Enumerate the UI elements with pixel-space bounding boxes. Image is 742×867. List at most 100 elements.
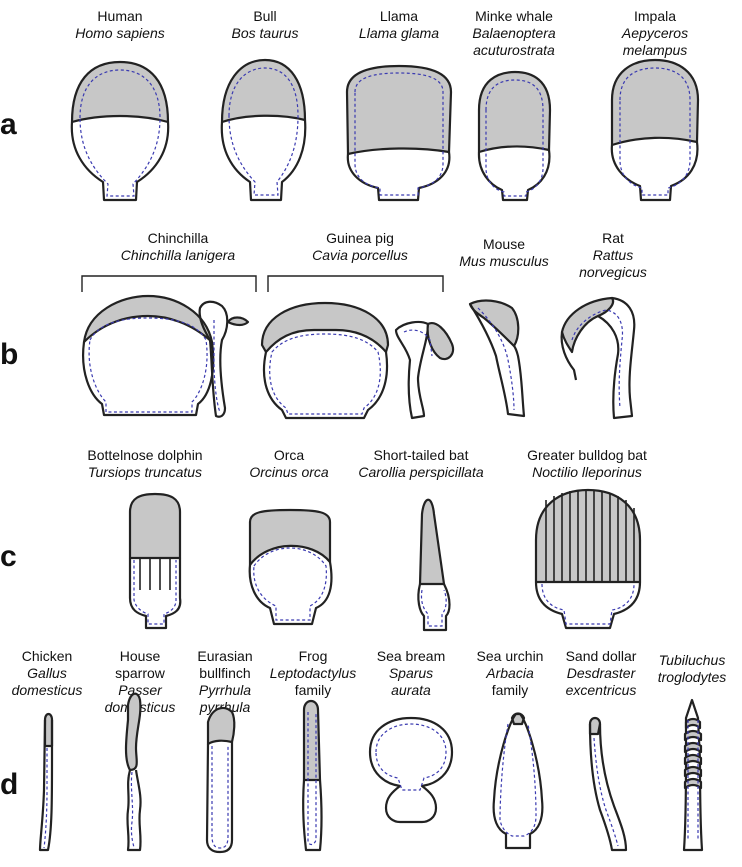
label-eurasian-bullfinch: Eurasian bullfinch Pyrrhula pyrrhula <box>197 648 252 716</box>
family-suffix: family <box>491 682 529 698</box>
common-name: Bull <box>253 8 277 24</box>
sperm-chinchilla-side <box>198 300 250 418</box>
scientific-name: Leptodactylus <box>269 665 357 681</box>
scientific-name: melampus <box>622 42 688 58</box>
scientific-name: Llama glama <box>358 25 440 41</box>
scientific-name: Orcinus orca <box>249 464 329 480</box>
label-short-tailed-bat: Short-tailed bat Carollia perspicillata <box>358 447 483 481</box>
scientific-name: Sparus <box>388 665 434 681</box>
bracket-chinchilla <box>81 275 257 292</box>
sperm-short-tailed-bat <box>417 498 451 632</box>
common-name: Frog <box>298 648 328 664</box>
scientific-name: norvegicus <box>579 264 647 280</box>
common-name: Chicken <box>21 648 73 664</box>
label-sand-dollar: Sand dollar Desdraster excentricus <box>566 648 637 699</box>
sperm-guinea-pig-front <box>260 301 390 420</box>
scientific-name: Bos taurus <box>231 25 299 41</box>
scientific-name: acuturostrata <box>473 42 555 58</box>
sperm-sea-bream <box>368 716 454 824</box>
scientific-name: Passer <box>118 682 162 698</box>
row-letter-c: c <box>0 540 17 573</box>
label-sea-urchin: Sea urchin Arbacia family <box>477 648 544 699</box>
label-chicken: Chicken Gallus domesticus <box>12 648 83 699</box>
scientific-name: aurata <box>391 682 431 698</box>
label-orca: Orca Orcinus orca <box>249 447 328 481</box>
scientific-name: Desdraster <box>566 665 636 681</box>
scientific-name: Cavia porcellus <box>312 247 408 263</box>
common-name: Mouse <box>482 236 526 252</box>
scientific-name: Aepyceros <box>621 25 689 41</box>
label-llama: Llama Llama glama <box>359 8 439 42</box>
common-name: Sand dollar <box>565 648 637 664</box>
sperm-bottlenose-dolphin <box>128 492 182 630</box>
sperm-mouse <box>468 299 526 418</box>
sperm-sea-urchin <box>492 712 544 850</box>
label-human: Human Homo sapiens <box>75 8 165 42</box>
label-impala: Impala Aepyceros melampus <box>622 8 688 59</box>
sperm-guinea-pig-side <box>394 320 455 420</box>
scientific-name: domesticus <box>11 682 83 698</box>
common-name: Impala <box>633 8 677 24</box>
label-frog: Frog Leptodactylus family <box>270 648 356 699</box>
scientific-name: excentricus <box>565 682 637 698</box>
label-mouse: Mouse Mus musculus <box>459 236 548 270</box>
scientific-name: Pyrrhula <box>198 682 252 698</box>
scientific-name: Homo sapiens <box>75 25 165 41</box>
scientific-name: Tursiops truncatus <box>87 464 203 480</box>
sperm-impala <box>610 58 700 202</box>
common-name: Chinchilla <box>147 230 209 246</box>
scientific-name: Mus musculus <box>459 253 549 269</box>
common-name: Sea urchin <box>476 648 544 664</box>
common-name: Bottelnose dolphin <box>87 447 203 463</box>
label-bottlenose-dolphin: Bottelnose dolphin Tursiops truncatus <box>87 447 202 481</box>
label-sea-bream: Sea bream Sparus aurata <box>377 648 445 699</box>
sperm-house-sparrow <box>124 692 142 852</box>
scientific-name: troglodytes <box>657 669 727 685</box>
common-name: Eurasian <box>197 648 253 664</box>
sperm-chicken <box>38 712 54 852</box>
scientific-name: Rattus <box>592 247 634 263</box>
common-name: Short-tailed bat <box>373 447 469 463</box>
label-house-sparrow: House sparrow Passer domesticus <box>105 648 176 716</box>
row-letter-b: b <box>0 338 19 371</box>
label-guinea-pig: Guinea pig Cavia porcellus <box>312 230 408 264</box>
common-name: Minke whale <box>475 8 553 24</box>
label-rat: Rat Rattus norvegicus <box>579 230 647 281</box>
bracket-guinea-pig <box>267 275 444 292</box>
scientific-name: Gallus <box>27 665 67 681</box>
scientific-name: Arbacia <box>486 665 534 681</box>
label-greater-bulldog-bat: Greater bulldog bat Noctilio lleporinus <box>527 447 647 481</box>
label-bull: Bull Bos taurus <box>232 8 299 42</box>
common-name: Llama <box>379 8 419 24</box>
label-minke-whale: Minke whale Balaenoptera acuturostrata <box>472 8 555 59</box>
sperm-bull <box>220 58 307 202</box>
sperm-llama <box>345 64 453 202</box>
scientific-name: Tubiluchus <box>658 652 726 668</box>
sperm-frog <box>302 699 323 852</box>
common-name: Sea bream <box>376 648 446 664</box>
sperm-sand-dollar <box>588 716 628 852</box>
scientific-name: Noctilio lleporinus <box>532 464 642 480</box>
row-letter-d: d <box>0 768 19 801</box>
label-chinchilla: Chinchilla Chinchilla lanigera <box>121 230 235 264</box>
common-name: Greater bulldog bat <box>527 447 647 463</box>
row-letter-a: a <box>0 108 17 141</box>
scientific-name: Carollia perspicillata <box>358 464 484 480</box>
sperm-minke-whale <box>477 70 552 202</box>
common-name: bullfinch <box>199 665 251 681</box>
scientific-name: Chinchilla lanigera <box>120 247 236 263</box>
common-name: Orca <box>273 447 305 463</box>
family-suffix: family <box>294 682 332 698</box>
common-name: sparrow <box>115 665 165 681</box>
common-name: Guinea pig <box>326 230 394 246</box>
label-tubiluchus: Tubiluchus troglodytes <box>658 652 726 686</box>
scientific-name: Balaenoptera <box>472 25 556 41</box>
sperm-orca <box>248 508 333 626</box>
sperm-eurasian-bullfinch <box>205 706 236 854</box>
sperm-tubiluchus <box>682 698 704 852</box>
sperm-greater-bulldog-bat <box>534 488 642 630</box>
sperm-human <box>70 60 170 202</box>
sperm-rat <box>560 296 636 420</box>
common-name: House <box>119 648 161 664</box>
